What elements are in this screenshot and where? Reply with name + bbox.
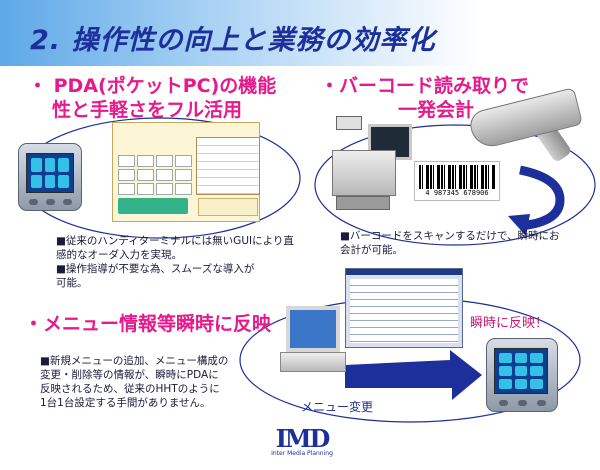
section3-bullet-1: ■新規メニューの追加、メニュー構成の [40,355,229,367]
section3-bullet-2: 変更・削除等の情報が、瞬時にPDAに [40,369,219,381]
order-keypad [118,155,192,195]
order-grid [196,137,260,195]
barcode-bars-icon [419,165,495,189]
curved-arrow-head-icon [508,214,530,236]
section2-heading-line2: 一発会計 [398,99,475,121]
section2-bullet-2: 会計が可能。 [340,244,403,256]
pda-device-2-icon [486,338,558,412]
pos-pole-display [336,116,362,130]
menu-change-label: メニュー変更 [301,400,374,414]
logo-mark: IMD [275,424,331,453]
section2-bullet-1: ■バーコードをスキャンするだけで、瞬時にお [340,230,560,242]
pda-screen [26,153,74,193]
order-bottom-panel [198,198,258,216]
company-logo: IMD Inter Media Planning [266,424,338,466]
title-banner [0,0,600,66]
section2-ellipse [314,124,596,246]
desktop-pc-base [280,352,346,372]
pos-drawer [336,196,390,210]
management-software-screenshot [345,268,463,348]
barcode-digits: 4 987345 678906 [425,189,489,197]
section3-bullet-3: 反映されるため、従来のHHTのように [40,383,220,395]
order-green-button [118,198,188,214]
pda-screen-2 [494,348,548,394]
reflect-instantly-label: 瞬時に反映！ [470,316,549,331]
section1-heading-line1: ・ PDA(ポケットPC)の機能 [28,75,277,97]
desktop-pc-icon [286,306,340,352]
section1-bullet-2: 感的なオーダ入力を実現。 [56,249,182,261]
section1-bullet-3: ■操作指導が不要な為、スムーズな導入が [56,263,255,275]
sync-arrow-icon [345,350,482,400]
section1-bullet-1: ■従来のハンディターミナルには無いGUIにより直 [56,235,294,247]
page-title: 2. 操作性の向上と業務の効率化 [30,25,436,56]
logo-subtitle: Inter Media Planning [271,450,333,457]
pos-register-icon [332,150,396,196]
section1-heading-line2: 性と手軽さをフル活用 [52,99,243,121]
section2-heading-line1: ・バーコード読み取りで [320,75,530,97]
curved-arrow-icon [519,165,565,231]
barcode-label: 4 987345 678906 [414,161,500,201]
section1-bullet-4: 可能。 [56,277,88,289]
section3-bullet-4: 1台1台設定する手間がありません。 [40,397,211,409]
pda-device-icon [18,143,82,211]
section3-heading: ・メニュー情報等瞬時に反映 [24,313,272,335]
